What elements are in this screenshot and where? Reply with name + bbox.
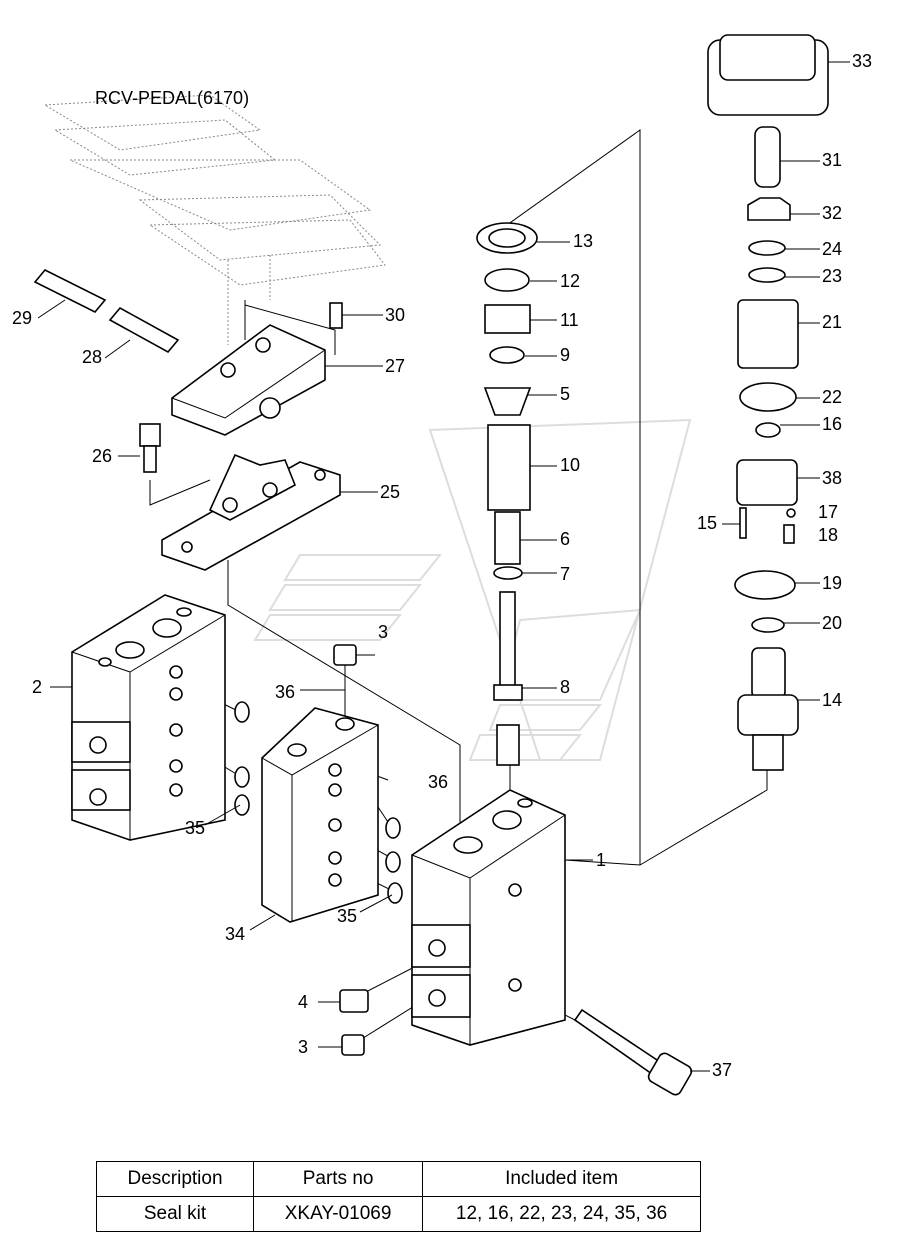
plugs-3-4 <box>333 644 369 1056</box>
pins-28-29-30 <box>33 269 343 354</box>
callout-29: 29 <box>12 308 32 328</box>
callout-10: 10 <box>560 455 580 475</box>
callout-31: 31 <box>822 150 842 170</box>
callout-15: 15 <box>697 513 717 533</box>
callout-34: 34 <box>225 924 245 944</box>
callout-16: 16 <box>822 414 842 434</box>
part-1-valve-body <box>411 789 566 1046</box>
callout-21: 21 <box>822 312 842 332</box>
callout-27: 27 <box>385 356 405 376</box>
callout-2: 2 <box>32 677 42 697</box>
cell-parts-no: XKAY-01069 <box>253 1196 424 1232</box>
callout-4: 4 <box>298 992 308 1012</box>
callout-6: 6 <box>560 529 570 549</box>
cell-description: Seal kit <box>95 1196 255 1232</box>
callout-18: 18 <box>818 525 838 545</box>
rcv-pedal-outline <box>43 94 386 345</box>
cell-included-item: 12, 16, 22, 23, 24, 35, 36 <box>422 1196 701 1232</box>
callout-11: 11 <box>560 310 579 330</box>
table-header-row: Description Parts no Included item <box>95 1161 701 1197</box>
table-row: Seal kit XKAY-01069 12, 16, 22, 23, 24, … <box>95 1196 701 1232</box>
bolt-26 <box>139 423 161 473</box>
callout-3-bottom: 3 <box>298 1037 308 1057</box>
callout-35-right: 35 <box>337 906 357 926</box>
assembly-label: RCV-PEDAL(6170) <box>95 88 249 108</box>
callout-36-right: 36 <box>428 772 448 792</box>
callout-leaders <box>37 61 850 1072</box>
callout-38: 38 <box>822 468 842 488</box>
callout-20: 20 <box>822 613 842 633</box>
header-included-item: Included item <box>422 1161 701 1197</box>
callout-9: 9 <box>560 345 570 365</box>
callout-22: 22 <box>822 387 842 407</box>
part-34-plate <box>261 707 379 923</box>
callout-24: 24 <box>822 239 842 259</box>
right-column-parts <box>707 34 829 771</box>
spool-stack <box>476 222 538 766</box>
part-2-housing <box>71 594 226 841</box>
o-rings-35-36 <box>234 701 403 904</box>
callout-36-left: 36 <box>275 682 295 702</box>
seal-kit-table: Description Parts no Included item Seal … <box>95 1161 701 1232</box>
callout-5: 5 <box>560 384 570 404</box>
callout-12: 12 <box>560 271 580 291</box>
header-description: Description <box>95 1161 255 1197</box>
callout-7: 7 <box>560 564 570 584</box>
callout-25: 25 <box>380 482 400 502</box>
callout-13: 13 <box>573 231 593 251</box>
callout-23: 23 <box>822 266 842 286</box>
callout-37: 37 <box>712 1060 732 1080</box>
callout-14: 14 <box>822 690 842 710</box>
callout-8: 8 <box>560 677 570 697</box>
callout-26: 26 <box>92 446 112 466</box>
callout-30: 30 <box>385 305 405 325</box>
callout-33: 33 <box>852 51 872 71</box>
callout-17: 17 <box>818 502 838 522</box>
callout-35-left: 35 <box>185 818 205 838</box>
callout-1: 1 <box>596 850 606 870</box>
callout-28: 28 <box>82 347 102 367</box>
callout-19: 19 <box>822 573 842 593</box>
bolt-37 <box>573 1008 693 1096</box>
part-25-bracket <box>161 453 341 571</box>
callout-3-top: 3 <box>378 622 388 642</box>
exploded-parts-diagram: RCV-PEDAL(6170) 1 2 3 3 4 5 6 7 8 9 10 1… <box>12 34 872 1096</box>
callout-32: 32 <box>822 203 842 223</box>
header-parts-no: Parts no <box>253 1161 424 1197</box>
callout-labels: 1 2 3 3 4 5 6 7 8 9 10 11 12 13 14 15 16… <box>12 51 872 1080</box>
part-27-block <box>171 324 326 436</box>
